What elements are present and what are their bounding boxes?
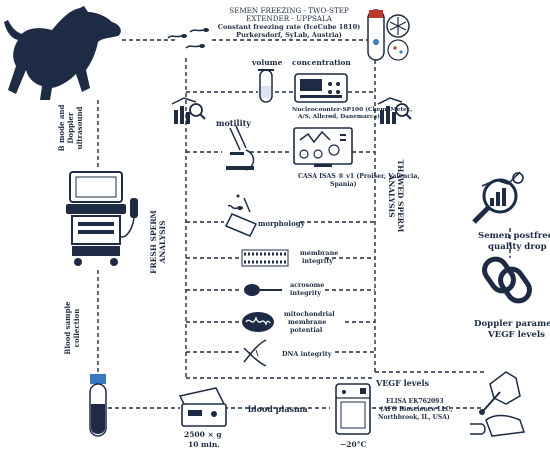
volume-tube-icon — [258, 69, 274, 103]
bmode-ultrasound-label: B mode and Doppler ultrasound — [57, 105, 84, 152]
label-doppler-1: Doppler parameters — [474, 319, 550, 329]
label-concentration: concentration — [292, 58, 351, 67]
label-bmode-2: Doppler — [66, 112, 75, 144]
label-bmode-1: B mode and — [57, 105, 66, 152]
label-morphology: morphology — [258, 219, 306, 228]
analysis-magnifier-icon — [472, 171, 524, 224]
label-mito-2: membrane — [288, 318, 326, 326]
label-semen-drop-2: quality drop — [488, 242, 547, 252]
casa-monitor-icon — [293, 127, 353, 167]
label-plasma: blood plasma — [248, 404, 308, 414]
header-line-4: Purkersdorf, SyLab, Austria) — [236, 31, 342, 39]
label-mito-3: potential — [290, 326, 323, 334]
label-nucleocounter-2: A/S, Allerød, Danemarca) — [297, 113, 380, 120]
membrane-icon — [241, 249, 289, 267]
label-acrosome-1: acrosome — [290, 281, 324, 289]
label-nucleocounter-1: Nucleocounter-SP100 (ChemoMetec, — [292, 106, 412, 113]
label-membrane-2: integrity — [302, 257, 333, 265]
label-volume: volume — [251, 58, 283, 67]
nucleocounter-icon — [294, 73, 348, 103]
label-centrifuge-2: 10 min. — [188, 440, 220, 449]
connector-lines — [97, 39, 511, 409]
centrifuge-icon — [178, 387, 227, 427]
label-doppler-2: VEGF levels — [487, 330, 545, 340]
label-bmode-3: ultrasound — [75, 106, 84, 149]
header-line-2: EXTENDER - UPPSALA — [246, 14, 333, 23]
label-freezer-temp: −20°C — [340, 440, 366, 449]
dog-icon — [4, 6, 121, 100]
header-block: SEMEN FREEZING - TWO-STEP EXTENDER - UPP… — [218, 6, 361, 39]
mitochondria-icon — [242, 312, 274, 332]
analysis-chart-icon-left — [171, 97, 206, 124]
freezer-icon — [335, 383, 371, 435]
label-dna: DNA integrity — [282, 350, 332, 358]
label-thawed-2: ANALYSIS — [387, 174, 396, 218]
blood-tube-icon — [89, 374, 107, 437]
label-thawed-1: THAWED SPERM — [396, 160, 405, 233]
label-casa-1: CASA ISAS ® v1 (Proiser, Valencia, — [298, 173, 420, 180]
test-tube-icon — [367, 9, 410, 61]
header-line-1: SEMEN FREEZING - TWO-STEP — [229, 6, 349, 15]
label-casa-2: Spania) — [330, 181, 357, 188]
thawed-sperm-analysis-label: THAWED SPERM ANALYSIS — [387, 160, 405, 233]
label-membrane-1: membrane — [300, 249, 338, 257]
label-elisa-2: (AFG Bioscience LLC, — [380, 406, 453, 413]
label-fresh-2: ANALYSIS — [158, 221, 167, 265]
label-semen-drop-1: Semen postfreezing — [478, 231, 550, 241]
fresh-sperm-analysis-label: FRESH SPERM ANALYSIS — [149, 210, 167, 274]
label-blood-2: collection — [72, 309, 81, 348]
label-blood-1: Blood sample — [63, 301, 72, 355]
dna-icon — [243, 339, 267, 367]
acrosome-icon — [244, 284, 282, 296]
label-vegf: VEGF levels — [375, 378, 430, 388]
sperm-icon — [167, 28, 209, 49]
blood-sample-label: Blood sample collection — [63, 301, 81, 355]
label-acrosome-2: integrity — [290, 289, 321, 297]
label-motility: motility — [216, 118, 251, 128]
header-line-3: Constant freezing rate (IceCube 1810) — [218, 23, 361, 31]
label-elisa-1: ELISA EK762093 — [386, 398, 444, 405]
chain-link-icon — [482, 256, 532, 304]
morphology-slide-icon — [224, 194, 258, 237]
label-fresh-1: FRESH SPERM — [149, 210, 158, 274]
label-elisa-3: Northbrook, IL, USA) — [378, 414, 450, 421]
analysis-chart-icon-right — [377, 97, 412, 124]
microscope-icon — [226, 125, 255, 171]
label-mito-1: mitochondrial — [284, 310, 335, 318]
ultrasound-machine-icon — [66, 171, 138, 266]
label-centrifuge-1: 2500 × g — [184, 430, 222, 439]
hands-pipette-icon — [470, 371, 526, 437]
